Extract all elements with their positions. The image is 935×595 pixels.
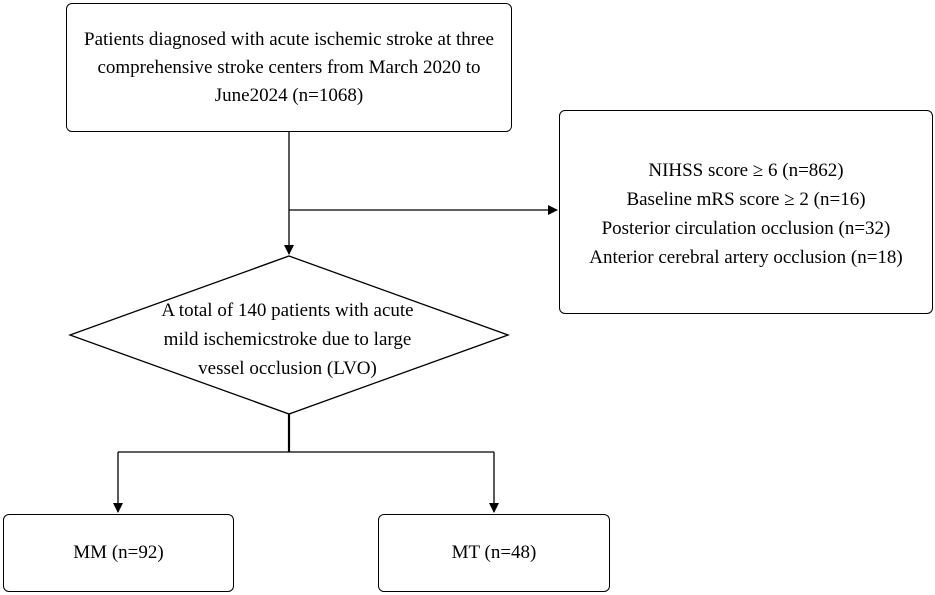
source-line: comprehensive stroke centers from March … <box>97 56 481 78</box>
cohort-text: A total of 140 patients with acute mild … <box>135 296 440 383</box>
exclusion-list: NIHSS score ≥ 6 (n=862) Baseline mRS sco… <box>589 156 903 272</box>
source-line: June2024 (n=1068) <box>214 84 364 106</box>
cohort-line: A total of 140 patients with acute <box>161 300 414 321</box>
group-label-mm: MM (n=92) <box>73 542 164 563</box>
exclusion-item: Baseline mRS score ≥ 2 (n=16) <box>626 189 866 210</box>
exclusion-box: NIHSS score ≥ 6 (n=862) Baseline mRS sco… <box>559 110 933 314</box>
exclusion-item: Anterior cerebral artery occlusion (n=18… <box>589 247 903 268</box>
cohort-line: mild ischemicstroke due to large <box>163 329 412 350</box>
group-label-mt: MT (n=48) <box>451 542 537 563</box>
group-box-mm: MM (n=92) <box>3 514 234 592</box>
cohort-line: vessel occlusion (LVO) <box>198 358 377 379</box>
source-population-box: Patients diagnosed with acute ischemic s… <box>66 3 512 132</box>
source-population-text: Patients diagnosed with acute ischemic s… <box>84 26 494 110</box>
exclusion-item: Posterior circulation occlusion (n=32) <box>601 218 891 239</box>
source-line: Patients diagnosed with acute ischemic s… <box>84 28 494 50</box>
group-box-mt: MT (n=48) <box>378 514 610 592</box>
exclusion-item: NIHSS score ≥ 6 (n=862) <box>648 160 844 181</box>
